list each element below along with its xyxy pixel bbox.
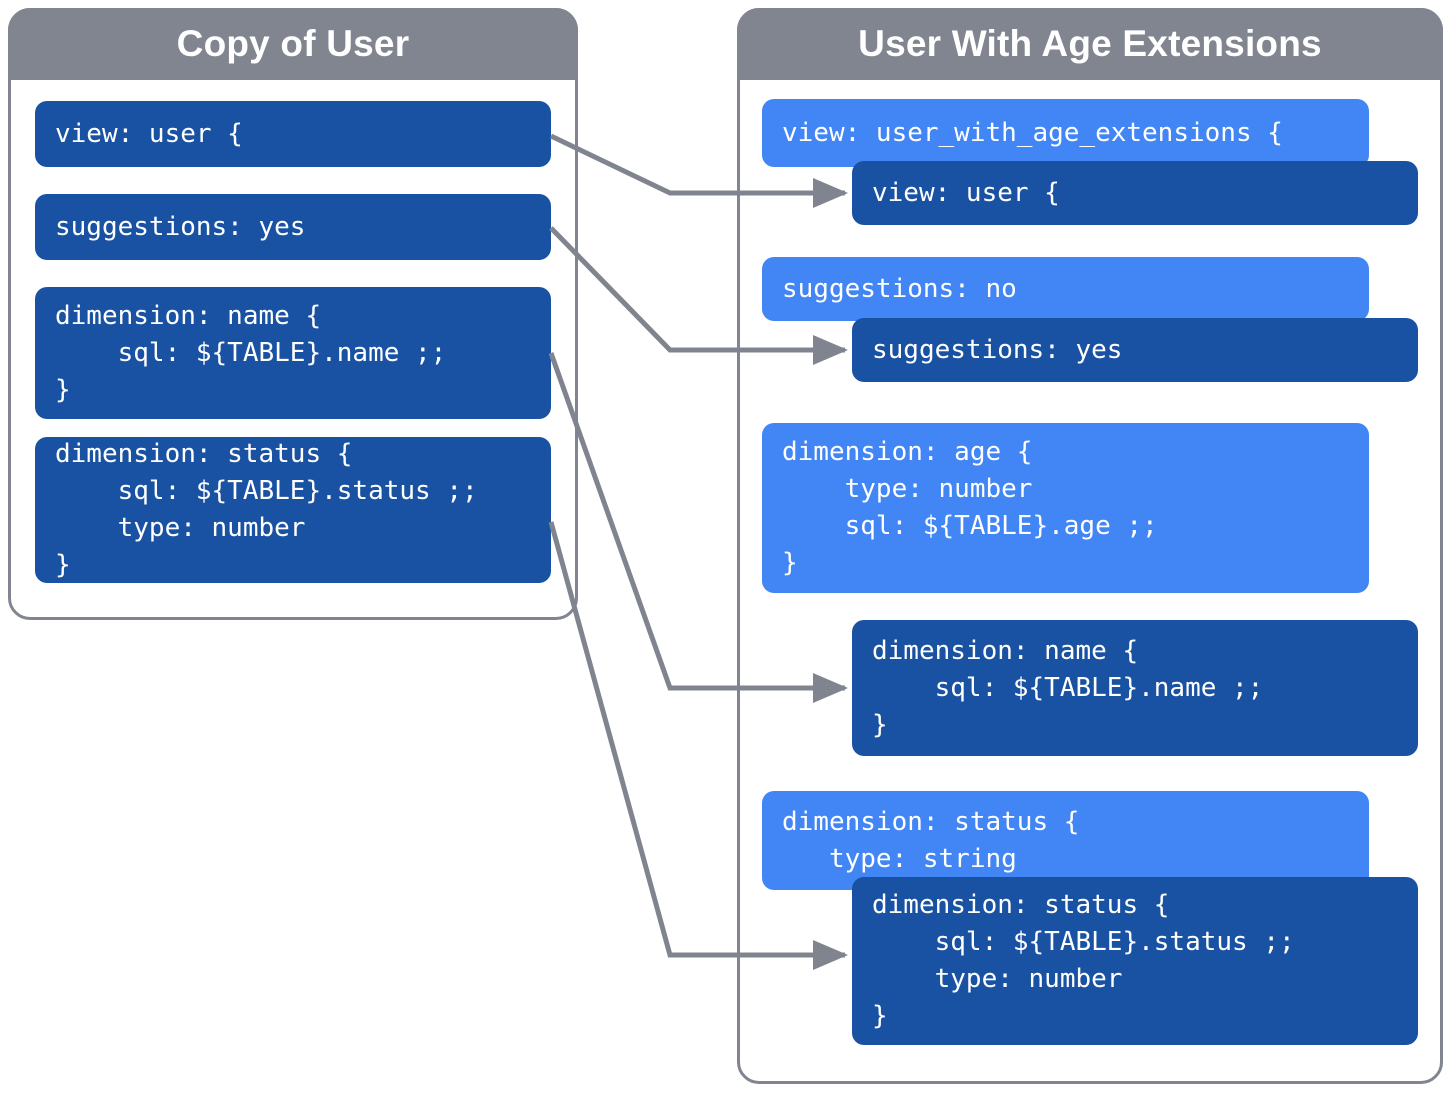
right-code-block-view-extension: view: user_with_age_extensions { [762, 99, 1369, 167]
left-code-block-view: view: user { [35, 101, 551, 167]
right-code-block-dimension-age: dimension: age { type: number sql: ${TAB… [762, 423, 1369, 593]
right-code-block-dimension-status-number: dimension: status { sql: ${TABLE}.status… [852, 877, 1418, 1045]
panel-left-title: Copy of User [8, 8, 578, 80]
right-code-block-suggestions-no: suggestions: no [762, 257, 1369, 321]
right-code-block-dimension-status-string: dimension: status { type: string [762, 791, 1369, 890]
left-code-block-dimension-name: dimension: name { sql: ${TABLE}.name ;; … [35, 287, 551, 419]
panel-right-title: User With Age Extensions [737, 8, 1443, 80]
left-code-block-suggestions: suggestions: yes [35, 194, 551, 260]
right-code-block-view-user: view: user { [852, 161, 1418, 225]
left-code-block-dimension-status: dimension: status { sql: ${TABLE}.status… [35, 437, 551, 583]
right-code-block-dimension-name: dimension: name { sql: ${TABLE}.name ;; … [852, 620, 1418, 756]
right-code-block-suggestions-yes: suggestions: yes [852, 318, 1418, 382]
